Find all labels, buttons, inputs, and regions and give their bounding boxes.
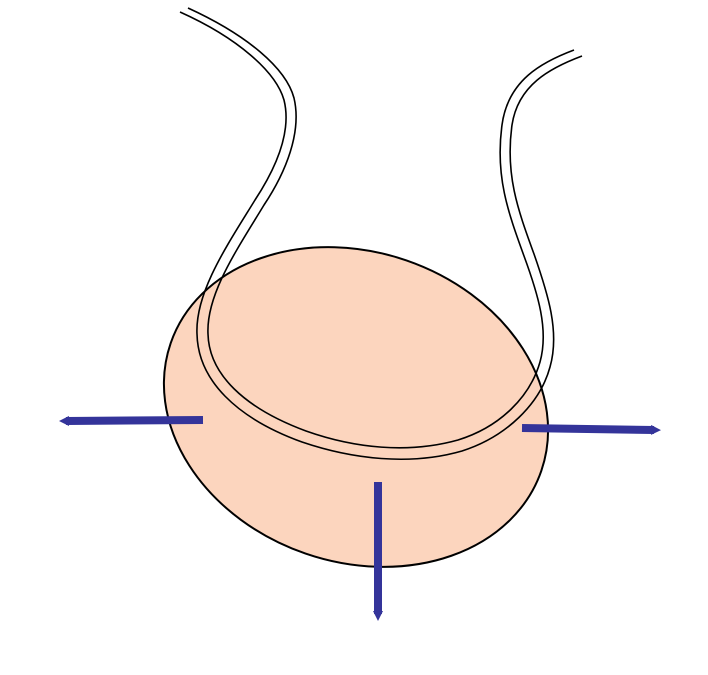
arrow-left <box>59 415 204 426</box>
arrow-right <box>521 424 661 435</box>
wire-outer <box>179 11 583 461</box>
force-arrows <box>59 415 661 621</box>
disc-shape <box>162 246 550 568</box>
wire-inner <box>187 7 575 449</box>
wire-loop <box>179 7 583 461</box>
